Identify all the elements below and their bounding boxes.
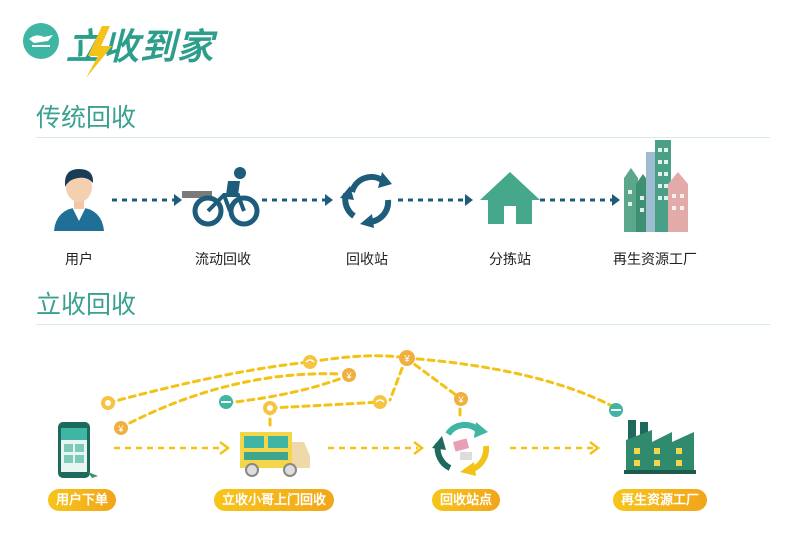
section-title-lishou: 立收回收 <box>36 291 137 319</box>
svg-text:¥: ¥ <box>117 424 124 434</box>
svg-text:¥: ¥ <box>403 354 410 365</box>
step-pill-courier-pickup: 立收小哥上门回收 <box>214 489 335 511</box>
delivery-van-icon <box>240 432 310 477</box>
cyclist-icon <box>182 167 260 227</box>
yuan-coin-icon: ¥ <box>454 392 468 406</box>
route-curve-4 <box>268 400 382 410</box>
wifi-node-icon <box>373 395 387 409</box>
route-curve-7 <box>404 356 462 400</box>
phone-app-icon <box>58 422 98 478</box>
step-pill-recycle-point: 回收站点 <box>432 489 501 511</box>
step-pill-recycling-factory: 再生资源工厂 <box>613 489 708 511</box>
step-label-cyclist: 流动回收 <box>195 251 251 267</box>
divider-lishou <box>36 324 770 325</box>
yuan-coin-icon: ¥ <box>399 350 415 366</box>
step-label-recycle-station: 回收站 <box>346 251 388 267</box>
yuan-coin-icon: ¥ <box>342 368 356 382</box>
user-avatar-icon <box>54 169 104 231</box>
route-curve-2 <box>118 372 342 430</box>
step-pill-user-order: 用户下单 <box>48 489 117 511</box>
section-title-traditional: 传统回收 <box>36 104 137 132</box>
divider-traditional <box>36 137 770 138</box>
city-buildings-icon <box>624 140 688 232</box>
step-label-recycling-factory: 再生资源工厂 <box>613 251 697 267</box>
logo-mark-icon <box>23 23 59 59</box>
location-pin-icon <box>101 396 115 410</box>
step-label-user: 用户 <box>65 251 93 267</box>
lightning-bolt-icon <box>86 26 112 78</box>
wifi-node-icon <box>303 355 317 369</box>
logo-node-icon <box>219 395 233 409</box>
house-icon <box>480 172 540 224</box>
route-curve-1 <box>106 360 312 405</box>
svg-text:¥: ¥ <box>345 371 352 381</box>
route-curve-3 <box>224 373 352 405</box>
route-curve-5 <box>308 354 408 364</box>
recycle-station-icon <box>432 421 490 476</box>
brand-name: 立收到家 <box>66 26 215 67</box>
svg-text:¥: ¥ <box>457 395 464 405</box>
route-curve-8 <box>404 356 618 410</box>
step-label-sorting-station: 分拣站 <box>489 251 531 267</box>
location-pin-icon <box>263 401 277 415</box>
logo-node-icon <box>609 403 623 417</box>
factory-icon <box>624 420 696 474</box>
recycle-arrows-icon <box>340 172 392 228</box>
yuan-coin-icon: ¥ <box>114 421 128 435</box>
